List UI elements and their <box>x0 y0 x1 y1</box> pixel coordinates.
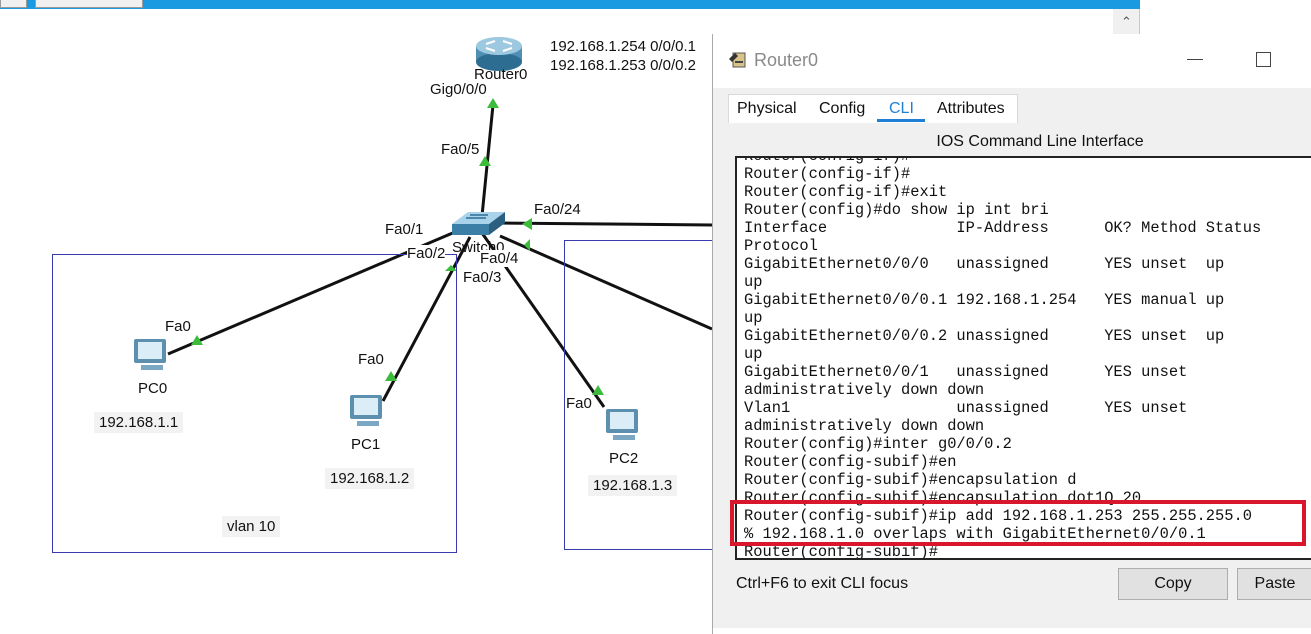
pc-icon[interactable] <box>350 395 382 426</box>
cli-line: GigabitEthernet0/0/1 unassigned YES unse… <box>744 363 1188 381</box>
link-fa024[interactable] <box>499 221 712 227</box>
cli-line: administratively down down <box>744 417 985 435</box>
tab-cli[interactable]: CLI <box>889 100 914 117</box>
topology-canvas[interactable]: Router0 192.168.1.254 0/0/0.1 192.168.1.… <box>0 9 715 634</box>
port-label: Fa0/2 <box>407 245 446 262</box>
pc-ip-label: 192.168.1.3 <box>588 475 678 496</box>
cli-header: IOS Command Line Interface <box>936 133 1144 150</box>
pc-icon[interactable] <box>134 339 166 370</box>
port-label: Fa0/3 <box>463 269 502 286</box>
router-subif-ip-1: 192.168.1.254 0/0/0.1 <box>550 38 696 55</box>
vlan10-area[interactable] <box>52 254 457 553</box>
cli-line: GigabitEthernet0/0/0.2 unassigned YES un… <box>744 327 1225 345</box>
port-label: Fa0/4 <box>480 250 519 267</box>
top-toolbar-strip <box>0 0 1140 9</box>
link-up-indicator <box>592 385 604 395</box>
link-up-indicator <box>479 156 491 166</box>
pc-ip-label: 192.168.1.1 <box>94 412 184 433</box>
cli-line: GigabitEthernet0/0/0 unassigned YES unse… <box>744 255 1225 273</box>
link-up-indicator <box>445 265 457 271</box>
copy-button[interactable]: Copy <box>1118 568 1228 600</box>
cli-line: up <box>744 273 763 291</box>
cli-line: up <box>744 309 763 327</box>
paste-button[interactable]: Paste <box>1237 568 1311 600</box>
vlan-label: vlan 10 <box>222 516 281 537</box>
router-icon[interactable] <box>476 37 522 71</box>
port-label: Fa0/1 <box>385 221 424 238</box>
cli-line: Router(config-if)#exit <box>744 183 948 201</box>
router-name-label: Router0 <box>474 66 528 83</box>
port-label: Gig0/0/0 <box>430 81 487 98</box>
toolbar-tab[interactable] <box>35 0 143 8</box>
router-subif-ip-2: 192.168.1.253 0/0/0.2 <box>550 57 696 74</box>
link-up-indicator <box>522 218 532 230</box>
cli-line: Router(config-if)# <box>744 156 911 165</box>
scrollbar-edge <box>1139 9 1140 34</box>
cli-line: Protocol <box>744 237 818 255</box>
active-tab-underline <box>877 119 925 122</box>
link-up-indicator <box>385 371 397 381</box>
toolbar-tab[interactable] <box>0 0 27 8</box>
pc-name-label: PC1 <box>351 436 381 453</box>
window-title: Router0 <box>754 50 819 70</box>
cli-line: Router(config-if)# <box>744 165 911 183</box>
link-layer <box>134 37 712 440</box>
cli-focus-hint: Ctrl+F6 to exit CLI focus <box>736 575 909 592</box>
port-label: Fa0/5 <box>441 141 480 158</box>
cli-terminal[interactable]: Router(config-if)# Router(config-if)# Ro… <box>735 156 1311 560</box>
maximize-button[interactable] <box>1256 52 1271 67</box>
window-tabs: Physical Config CLI Attributes <box>728 94 1018 123</box>
router-config-window[interactable]: Router0 Physical Config CLI Attributes I… <box>712 34 1311 634</box>
cli-line: Vlan1 unassigned YES unset <box>744 399 1188 417</box>
link-pc1[interactable] <box>381 236 472 402</box>
cli-line: administratively down down <box>744 381 985 399</box>
cli-line: Router(config)#do show ip int bri <box>744 201 1049 219</box>
window-titlebar[interactable]: Router0 <box>713 34 1311 88</box>
cli-line: Router(config)#inter g0/0/0.2 <box>744 435 1012 453</box>
cli-line: % 192.168.1.0 overlaps with GigabitEther… <box>744 525 1206 543</box>
tab-physical[interactable]: Physical <box>737 100 797 117</box>
link-up-indicator <box>487 98 499 108</box>
tab-config[interactable]: Config <box>819 100 866 117</box>
cli-line: Router(config-subif)#encapsulation d <box>744 471 1077 489</box>
cli-line: Router(config-subif)# <box>744 543 938 560</box>
pc-name-label: PC0 <box>138 380 168 397</box>
window-bottom-edge <box>713 628 1311 634</box>
pc-ip-label: 192.168.1.2 <box>325 468 415 489</box>
cli-line: up <box>744 345 763 363</box>
minimize-button[interactable] <box>1187 59 1203 60</box>
link-up-indicator <box>524 239 530 251</box>
router-window-icon <box>729 52 746 68</box>
vlan-area-2[interactable] <box>564 240 715 550</box>
cli-line: Interface IP-Address OK? Method Status <box>744 219 1262 237</box>
error-highlight-box <box>730 500 1306 546</box>
link-fa04[interactable] <box>499 234 712 331</box>
port-label: Fa0 <box>566 395 592 412</box>
link-up-indicator <box>191 335 203 345</box>
cli-line: Router(config-subif)#en <box>744 453 957 471</box>
tab-attributes[interactable]: Attributes <box>937 100 1005 117</box>
pc-icon[interactable] <box>606 409 638 440</box>
port-label: Fa0 <box>165 318 191 335</box>
cli-line: Router(config-subif)#ip add 192.168.1.25… <box>744 507 1252 525</box>
pc-name-label: PC2 <box>609 450 639 467</box>
cli-line: GigabitEthernet0/0/0.1 192.168.1.254 YES… <box>744 291 1225 309</box>
port-label: Fa0/24 <box>534 201 581 218</box>
port-label: Fa0 <box>358 351 384 368</box>
switch-icon[interactable] <box>452 212 505 235</box>
scroll-up-button[interactable]: ⌃ <box>1113 9 1140 35</box>
